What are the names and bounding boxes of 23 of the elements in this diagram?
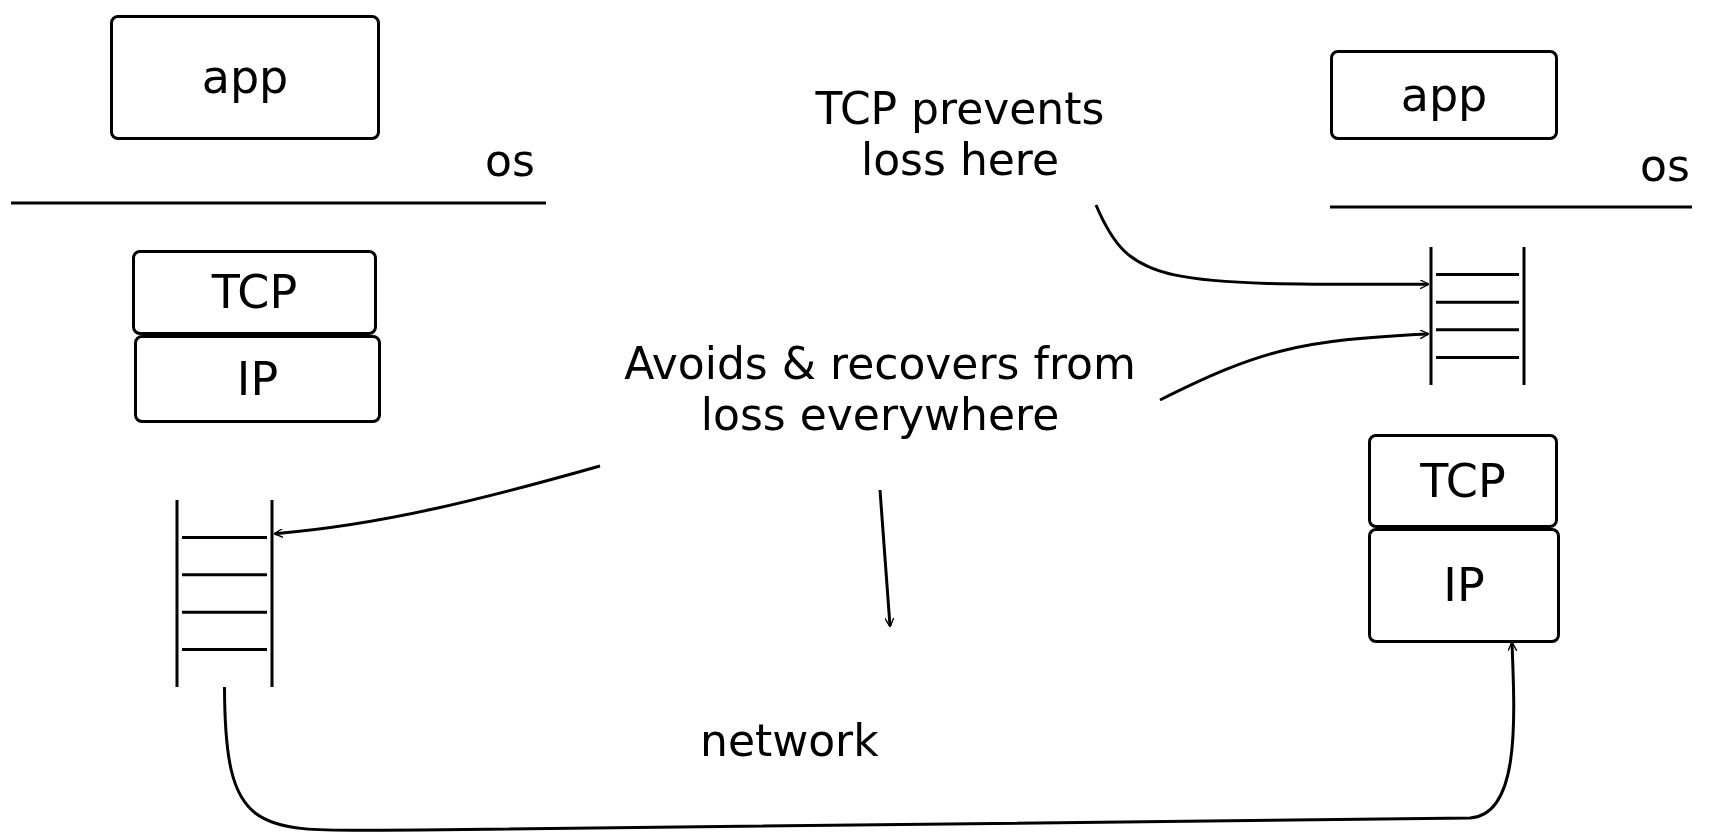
note-text: Avoids & recovers from loss everywhere [623, 339, 1137, 441]
layer-name: IP [1443, 559, 1485, 612]
arrow [1094, 204, 1430, 290]
note-text: TCP prevents loss here [814, 84, 1106, 186]
layer-name: TCP [1420, 454, 1506, 508]
os-label: os [485, 135, 535, 186]
arrow [273, 464, 601, 539]
layer-box [1368, 528, 1560, 643]
layer-name: IP [236, 352, 279, 406]
layer-box [132, 250, 377, 335]
queue-drawing [174, 500, 275, 687]
layer-box [1330, 50, 1558, 140]
arrow [1159, 329, 1430, 402]
layer-box [1368, 434, 1558, 528]
layer-name: app [201, 51, 289, 104]
arrow [223, 641, 1518, 832]
layer-box [134, 335, 381, 423]
arrow [878, 489, 895, 628]
layer-name: app [1400, 68, 1488, 122]
os-label: os [1640, 140, 1690, 191]
layer-name: TCP [211, 266, 298, 319]
layer-box [110, 15, 380, 140]
queue-drawing [1428, 247, 1527, 385]
